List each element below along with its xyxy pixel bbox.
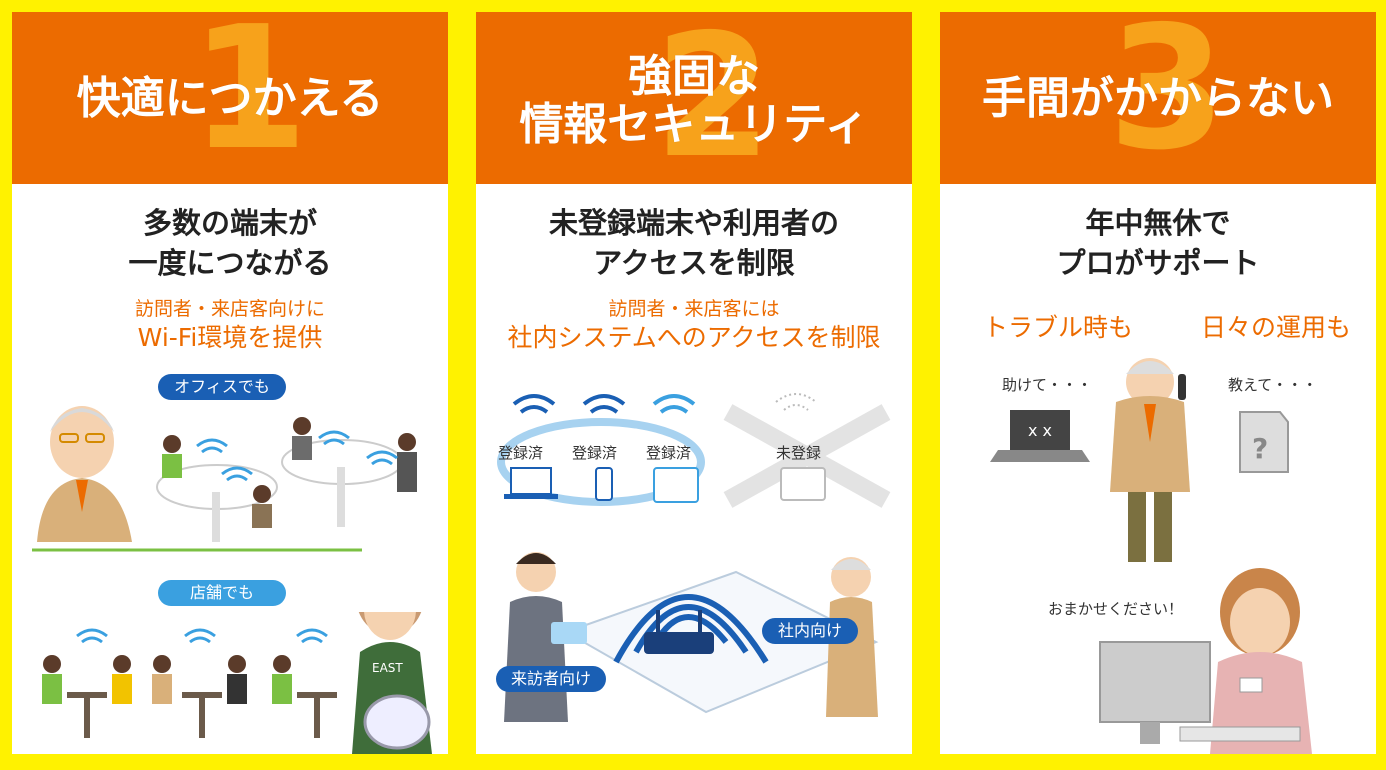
visitor-label: 来訪者向け (496, 666, 606, 692)
panel-no-hassle: 3 手間がかからない 年中無休で プロがサポート トラブル時も 日々の運用も 助… (940, 12, 1376, 754)
panel-header: 3 手間がかからない (940, 12, 1376, 184)
panel-header: 1 快適につかえる (12, 12, 448, 184)
registered-label-3: 登録済 (646, 444, 692, 462)
panel-subtitle-line1: 未登録端末や利用者の (548, 206, 839, 240)
store-illustration: EAST (42, 612, 432, 754)
panel-subtitle-line1: 多数の端末が (142, 206, 317, 240)
panel-desc-line1: 訪問者・来店客には (608, 298, 780, 320)
panel-title: 快適につかえる (76, 73, 384, 124)
internal-label: 社内向け (762, 618, 858, 644)
store-label: 店舗でも (158, 580, 286, 606)
panel-subtitle-line1: 年中無休で (1085, 206, 1231, 240)
panel-desc-line2: Wi-Fi環境を提供 (137, 323, 323, 352)
svg-text:?: ? (1252, 432, 1268, 465)
apron-text: EAST (372, 661, 403, 675)
office-illustration (32, 406, 417, 552)
panel-desc-line1: 訪問者・来店客向けに (134, 298, 325, 320)
help-text: 助けて・・・ (1002, 376, 1093, 394)
office-label: オフィスでも (158, 374, 286, 400)
panel-desc-line2: 社内システムへのアクセスを制限 (507, 323, 881, 352)
panel-number: 2 (654, 12, 773, 184)
support-illustration: x x ? (990, 358, 1312, 754)
panel-title-line2: 情報セキュリティ (519, 99, 869, 150)
trouble-text: トラブル時も (982, 313, 1133, 342)
panel-title: 手間がかからない (982, 73, 1334, 124)
daily-operation-text: 日々の運用も (1200, 313, 1351, 342)
panel-security: 2 強固な 情報セキュリティ 未登録端末や利用者の アクセスを制限 訪問者・来店… (476, 12, 912, 754)
teach-text: 教えて・・・ (1228, 376, 1318, 394)
panel-subtitle-line2: 一度につながる (128, 246, 332, 280)
device-illustration (497, 393, 891, 508)
panel-number: 1 (190, 12, 309, 184)
panel-comfortable: 1 快適につかえる 多数の端末が 一度につながる 訪問者・来店客向けに Wi-F… (12, 12, 448, 754)
panel-subtitle-line2: アクセスを制限 (593, 246, 795, 280)
panel-number: 3 (1108, 12, 1227, 184)
registered-label-2: 登録済 (572, 444, 618, 462)
panel-title-line1: 強固な (628, 51, 760, 102)
registered-label-1: 登録済 (498, 444, 544, 462)
leave-it-to-us-text: おまかせください！ (1048, 600, 1184, 618)
svg-text:x x: x x (1028, 421, 1052, 440)
panel-subtitle-line2: プロがサポート (1056, 246, 1260, 280)
unregistered-label: 未登録 (776, 444, 822, 462)
panel-header: 2 強固な 情報セキュリティ (476, 12, 912, 184)
